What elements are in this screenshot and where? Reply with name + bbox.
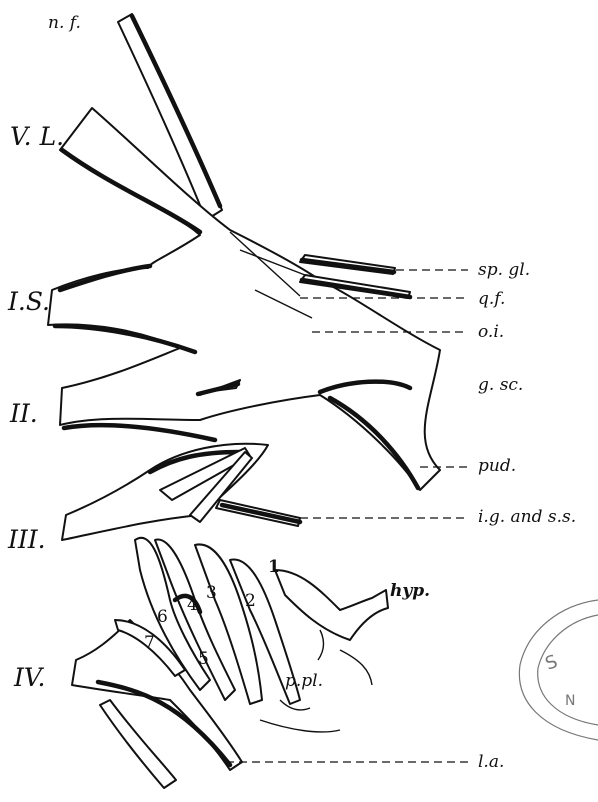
label-is: I.S. xyxy=(7,287,50,316)
trunk-iv xyxy=(72,620,242,788)
label-iv: IV. xyxy=(13,663,46,692)
label-vl: V. L. xyxy=(10,122,64,151)
label-qf: q.f. xyxy=(478,289,505,309)
label-ppl: p.pl. xyxy=(285,671,323,691)
loop-number-1: 1 xyxy=(268,557,280,577)
label-la: l.a. xyxy=(478,752,504,772)
label-sp-gl: sp. gl. xyxy=(478,260,530,280)
label-hyp: hyp. xyxy=(390,581,430,601)
loop-number-7: 7 xyxy=(144,633,155,653)
label-ig-ss: i.g. and s.s. xyxy=(478,507,576,527)
svg-text:N: N xyxy=(565,693,575,709)
loop-number-6: 6 xyxy=(157,607,168,627)
loop-number-4: 4 xyxy=(187,595,198,615)
label-nf: n. f. xyxy=(48,13,81,33)
label-oi: o.i. xyxy=(478,322,504,342)
svg-text:S: S xyxy=(543,651,561,675)
label-g-sc: g. sc. xyxy=(478,375,523,395)
loop-number-3: 3 xyxy=(206,583,217,603)
sciatic-trunk xyxy=(48,108,440,490)
label-pud: pud. xyxy=(478,456,516,476)
loop-number-5: 5 xyxy=(198,649,209,669)
label-iii: III. xyxy=(7,525,46,554)
library-stamp-icon: S N xyxy=(519,600,598,740)
label-ii: II. xyxy=(9,399,38,428)
loop-number-2: 2 xyxy=(245,591,256,611)
